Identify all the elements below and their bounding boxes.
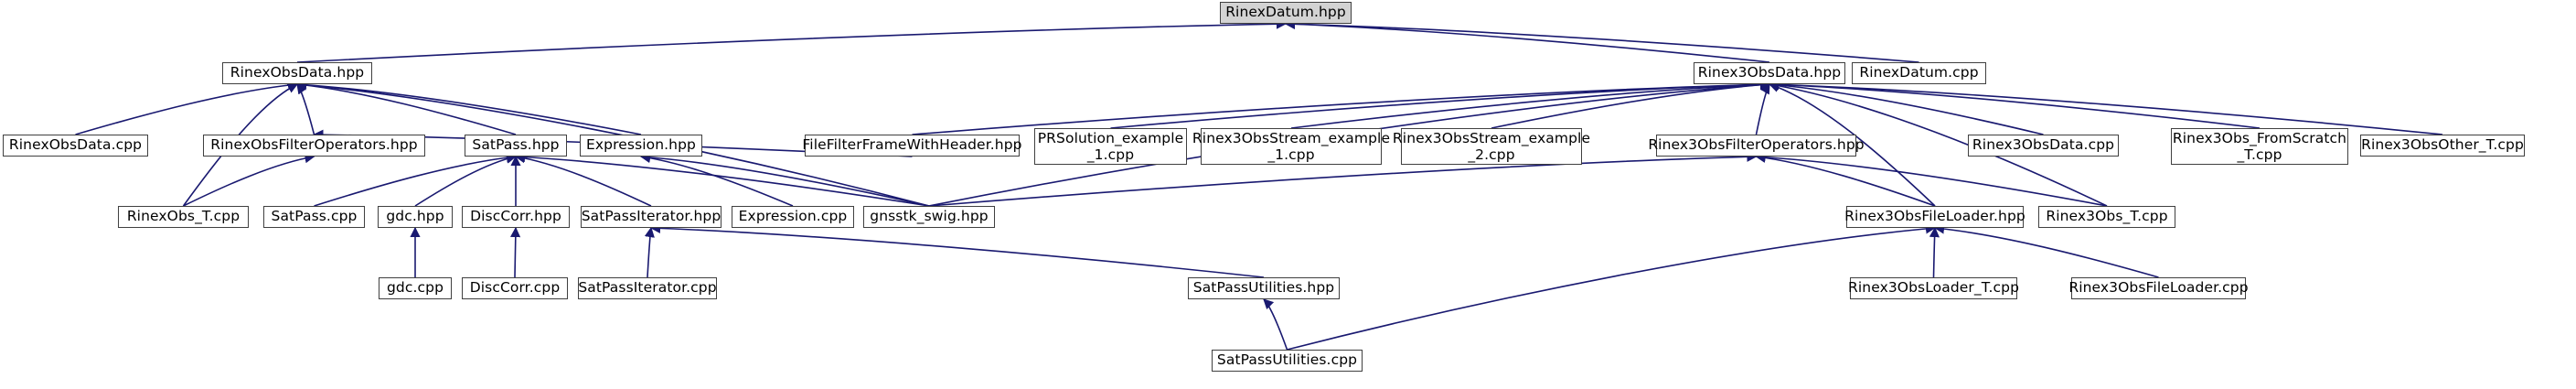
graph-edge [1768,79,2443,135]
graph-node-rinexobsdata-hpp[interactable]: RinexObsData.hpp [222,62,372,84]
graph-node-rinex3obsloader-t-cpp[interactable]: Rinex3ObsLoader_T.cpp [1848,277,2019,299]
graph-node-rinex3obsdata-cpp[interactable]: Rinex3ObsData.cpp [1968,135,2119,157]
graph-edge [1933,223,2159,278]
graph-edge [639,152,930,207]
graph-edge [514,153,652,207]
graph-node-gdc-cpp[interactable]: gdc.cpp [379,277,452,299]
graph-edge [509,226,521,278]
graph-edge [1768,79,2261,129]
graph-node-satpassutilities-cpp[interactable]: SatPassUtilities.cpp [1212,350,1363,372]
graph-edge [639,152,794,207]
graph-edge [1768,80,2044,135]
graph-node-filefilterframewithheader-hpp[interactable]: FileFilterFrameWithHeader.hpp [802,135,1021,157]
graph-node-rinex3obs-fromscratch-t-cpp[interactable]: Rinex3Obs_FromScratch _T.cpp [2171,128,2348,165]
graph-edge [296,18,1288,63]
graph-edge [1491,80,1771,129]
graph-node-rinex3obsstream-example-1-cpp[interactable]: Rinex3ObsStream_example _1.cpp [1192,128,1391,165]
graph-node-rinexobsdata-cpp[interactable]: RinexObsData.cpp [3,135,148,157]
graph-node-prsolution-example-1-cpp[interactable]: PRSolution_example _1.cpp [1034,128,1187,165]
graph-edge [1929,226,1940,278]
graph-node-rinex3obsfileloader-hpp[interactable]: Rinex3ObsFileLoader.hpp [1844,206,2026,228]
graph-edge [295,80,642,135]
graph-edge [1755,83,1770,135]
graph-edge [314,152,518,207]
graph-node-satpass-cpp[interactable]: SatPass.cpp [263,206,365,228]
graph-edge [1284,18,1770,63]
graph-node-gnsstk-swig-hpp[interactable]: gnsstk_swig.hpp [863,206,995,228]
graph-node-expression-cpp[interactable]: Expression.cpp [732,206,854,228]
graph-edge [1755,152,2108,207]
graph-node-rinex3obsstream-example-2-cpp[interactable]: Rinex3ObsStream_example _2.cpp [1392,128,1591,165]
graph-edge [75,80,299,135]
graph-node-disccorr-hpp[interactable]: DiscCorr.hpp [462,206,570,228]
graph-node-rinexobsfilteroperators-hpp[interactable]: RinexObsFilterOperators.hpp [203,135,425,157]
graph-edge [295,80,517,135]
graph-node-rinexdatum-cpp[interactable]: RinexDatum.cpp [1852,62,1986,84]
graph-edge [1263,298,1288,351]
graph-node-satpassiterator-cpp[interactable]: SatPassIterator.cpp [578,277,717,299]
graph-node-satpassiterator-hpp[interactable]: SatPassIterator.hpp [581,206,721,228]
graph-edge [649,222,1265,278]
graph-edge [1290,79,1771,129]
graph-node-expression-hpp[interactable]: Expression.hpp [580,135,702,157]
graph-node-rinexobs-t-cpp[interactable]: RinexObs_T.cpp [118,206,249,228]
graph-node-rinex3obsfilteroperators-hpp[interactable]: Rinex3ObsFilterOperators.hpp [1648,135,1865,157]
graph-node-rinexdatum-hpp[interactable]: RinexDatum.hpp [1220,2,1352,24]
graph-node-rinex3obsother-t-cpp[interactable]: Rinex3ObsOther_T.cpp [2360,135,2525,157]
graph-node-satpass-hpp[interactable]: SatPass.hpp [465,135,567,157]
graph-node-rinex3obs-t-cpp[interactable]: Rinex3Obs_T.cpp [2038,206,2175,228]
graph-edge [183,153,315,207]
graph-edge [414,153,518,207]
graph-node-satpassutilities-hpp[interactable]: SatPassUtilities.hpp [1188,277,1340,299]
graph-edge [1755,152,1936,207]
graph-edge [912,79,1771,135]
graph-edge [644,226,655,278]
graph-edge [1287,223,1937,351]
graph-edge [514,151,930,207]
graph-edge [1110,79,1771,129]
graph-node-disccorr-cpp[interactable]: DiscCorr.cpp [462,277,568,299]
graph-node-rinex3obsfileloader-cpp[interactable]: Rinex3ObsFileLoader.cpp [2068,277,2249,299]
graph-node-rinex3obsdata-hpp[interactable]: Rinex3ObsData.hpp [1694,62,1845,84]
graph-edge [296,83,315,135]
graph-node-gdc-hpp[interactable]: gdc.hpp [378,206,453,228]
graph-edge [1284,18,1919,63]
